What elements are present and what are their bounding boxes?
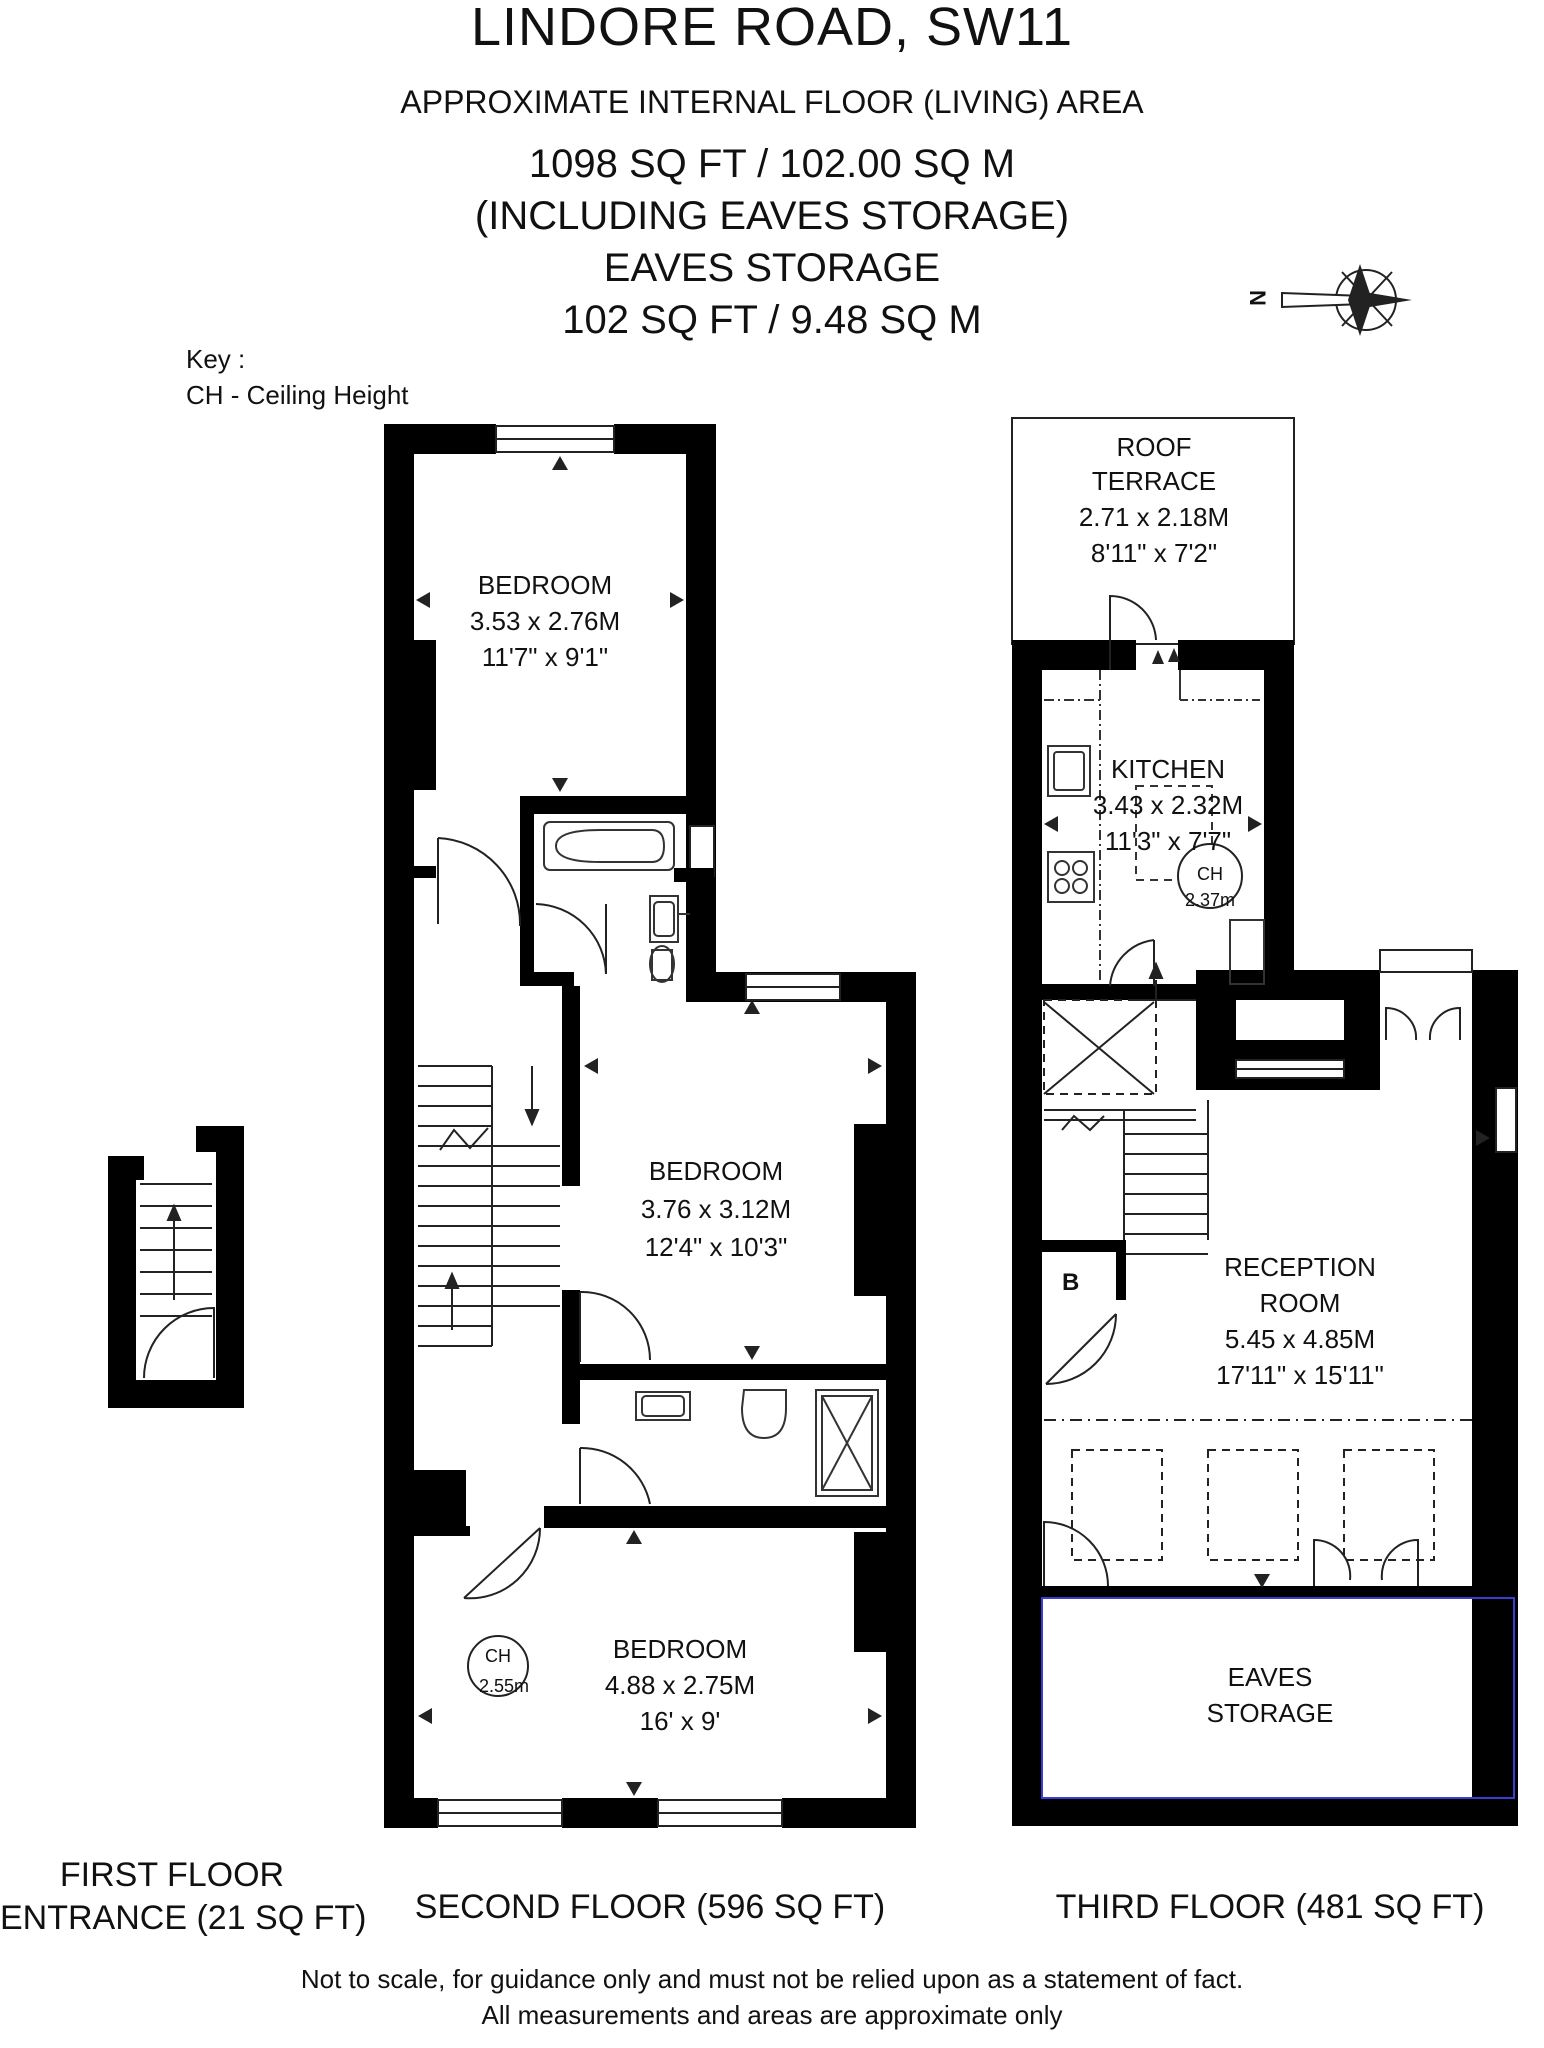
bedroom-1-label: BEDROOM 3.53 x 2.76M 11'7" x 9'1" <box>470 570 620 672</box>
bedroom-3-name: BEDROOM <box>613 1634 747 1664</box>
roof-terrace-label: ROOF TERRACE 2.71 x 2.18M 8'11" x 7'2" <box>1079 432 1229 568</box>
third-floor-caption: THIRD FLOOR (481 SQ FT) <box>1055 1888 1485 1926</box>
ceiling-height-third-floor: CH 2.37m <box>1185 864 1235 910</box>
reception-metric: 5.45 x 4.85M <box>1225 1324 1375 1354</box>
bedroom-2-label: BEDROOM 3.76 x 3.12M 12'4" x 10'3" <box>641 1156 791 1262</box>
roof-terrace-metric: 2.71 x 2.18M <box>1079 502 1229 532</box>
area-subtitle: APPROXIMATE INTERNAL FLOOR (LIVING) AREA <box>400 84 1144 120</box>
reception-name-2: ROOM <box>1260 1288 1341 1318</box>
key-title: Key : <box>186 344 246 374</box>
bedroom-3-metric: 4.88 x 2.75M <box>605 1670 755 1700</box>
ch-value: 2.55m <box>479 1676 529 1696</box>
reception-name-1: RECEPTION <box>1224 1252 1376 1282</box>
first-floor-caption: FIRST FLOOR ENTRANCE (21 SQ FT) <box>0 1856 367 1938</box>
kitchen-name: KITCHEN <box>1111 754 1225 784</box>
compass-icon: N <box>1245 264 1412 336</box>
disclaimer-line1: Not to scale, for guidance only and must… <box>300 1964 1244 1994</box>
eaves-heading: EAVES STORAGE <box>603 246 941 290</box>
second-floor-caption: SECOND FLOOR (596 SQ FT) <box>414 1888 886 1926</box>
kitchen-metric: 3.43 x 2.32M <box>1093 790 1243 820</box>
bedroom-1-imperial: 11'7" x 9'1" <box>482 642 608 672</box>
total-area: 1098 SQ FT / 102.00 SQ M <box>528 142 1016 186</box>
boiler-cupboard-label: B <box>1062 1269 1079 1296</box>
kitchen-label: KITCHEN 3.43 x 2.32M 11'3" x 7'7" <box>1093 754 1243 856</box>
bedroom-3-imperial: 16' x 9' <box>640 1706 721 1736</box>
eaves-area: 102 SQ FT / 9.48 SQ M <box>562 298 982 342</box>
first-floor-caption-line2: ENTRANCE (21 SQ FT) <box>0 1899 367 1937</box>
area-note: (INCLUDING EAVES STORAGE) <box>474 194 1070 238</box>
eaves-storage-label: EAVES STORAGE <box>1207 1662 1334 1728</box>
page-title: LINDORE ROAD, SW11 <box>470 0 1074 57</box>
boiler-label: B <box>1062 1269 1079 1296</box>
third-floor-plan <box>1011 417 1518 1826</box>
bedroom-1-name: BEDROOM <box>478 570 612 600</box>
bedroom-1-metric: 3.53 x 2.76M <box>470 606 620 636</box>
compass-north-label: N <box>1245 290 1270 306</box>
ch-value: 2.37m <box>1185 890 1235 910</box>
roof-terrace-name-1: ROOF <box>1116 432 1191 462</box>
bedroom-2-metric: 3.76 x 3.12M <box>641 1194 791 1224</box>
reception-imperial: 17'11" x 15'11" <box>1216 1360 1384 1390</box>
bedroom-3-label: BEDROOM 4.88 x 2.75M 16' x 9' <box>605 1634 755 1736</box>
second-floor-plan <box>384 424 916 1828</box>
first-floor-caption-line1: FIRST FLOOR <box>59 1856 285 1894</box>
eaves-name-2: STORAGE <box>1207 1698 1334 1728</box>
roof-terrace-imperial: 8'11" x 7'2" <box>1091 538 1217 568</box>
first-floor-plan <box>108 1126 244 1408</box>
kitchen-imperial: 11'3" x 7'7" <box>1105 826 1231 856</box>
bedroom-2-imperial: 12'4" x 10'3" <box>645 1232 788 1262</box>
eaves-name-1: EAVES <box>1228 1662 1313 1692</box>
ch-label: CH <box>485 1646 511 1666</box>
bedroom-2-name: BEDROOM <box>649 1156 783 1186</box>
key-entry: CH - Ceiling Height <box>186 380 409 410</box>
roof-terrace-name-2: TERRACE <box>1092 466 1216 496</box>
disclaimer-line2: All measurements and areas are approxima… <box>481 2000 1063 2030</box>
ch-label: CH <box>1197 864 1223 884</box>
ceiling-height-second-floor: CH 2.55m <box>479 1646 529 1696</box>
reception-label: RECEPTION ROOM 5.45 x 4.85M 17'11" x 15'… <box>1216 1252 1384 1390</box>
